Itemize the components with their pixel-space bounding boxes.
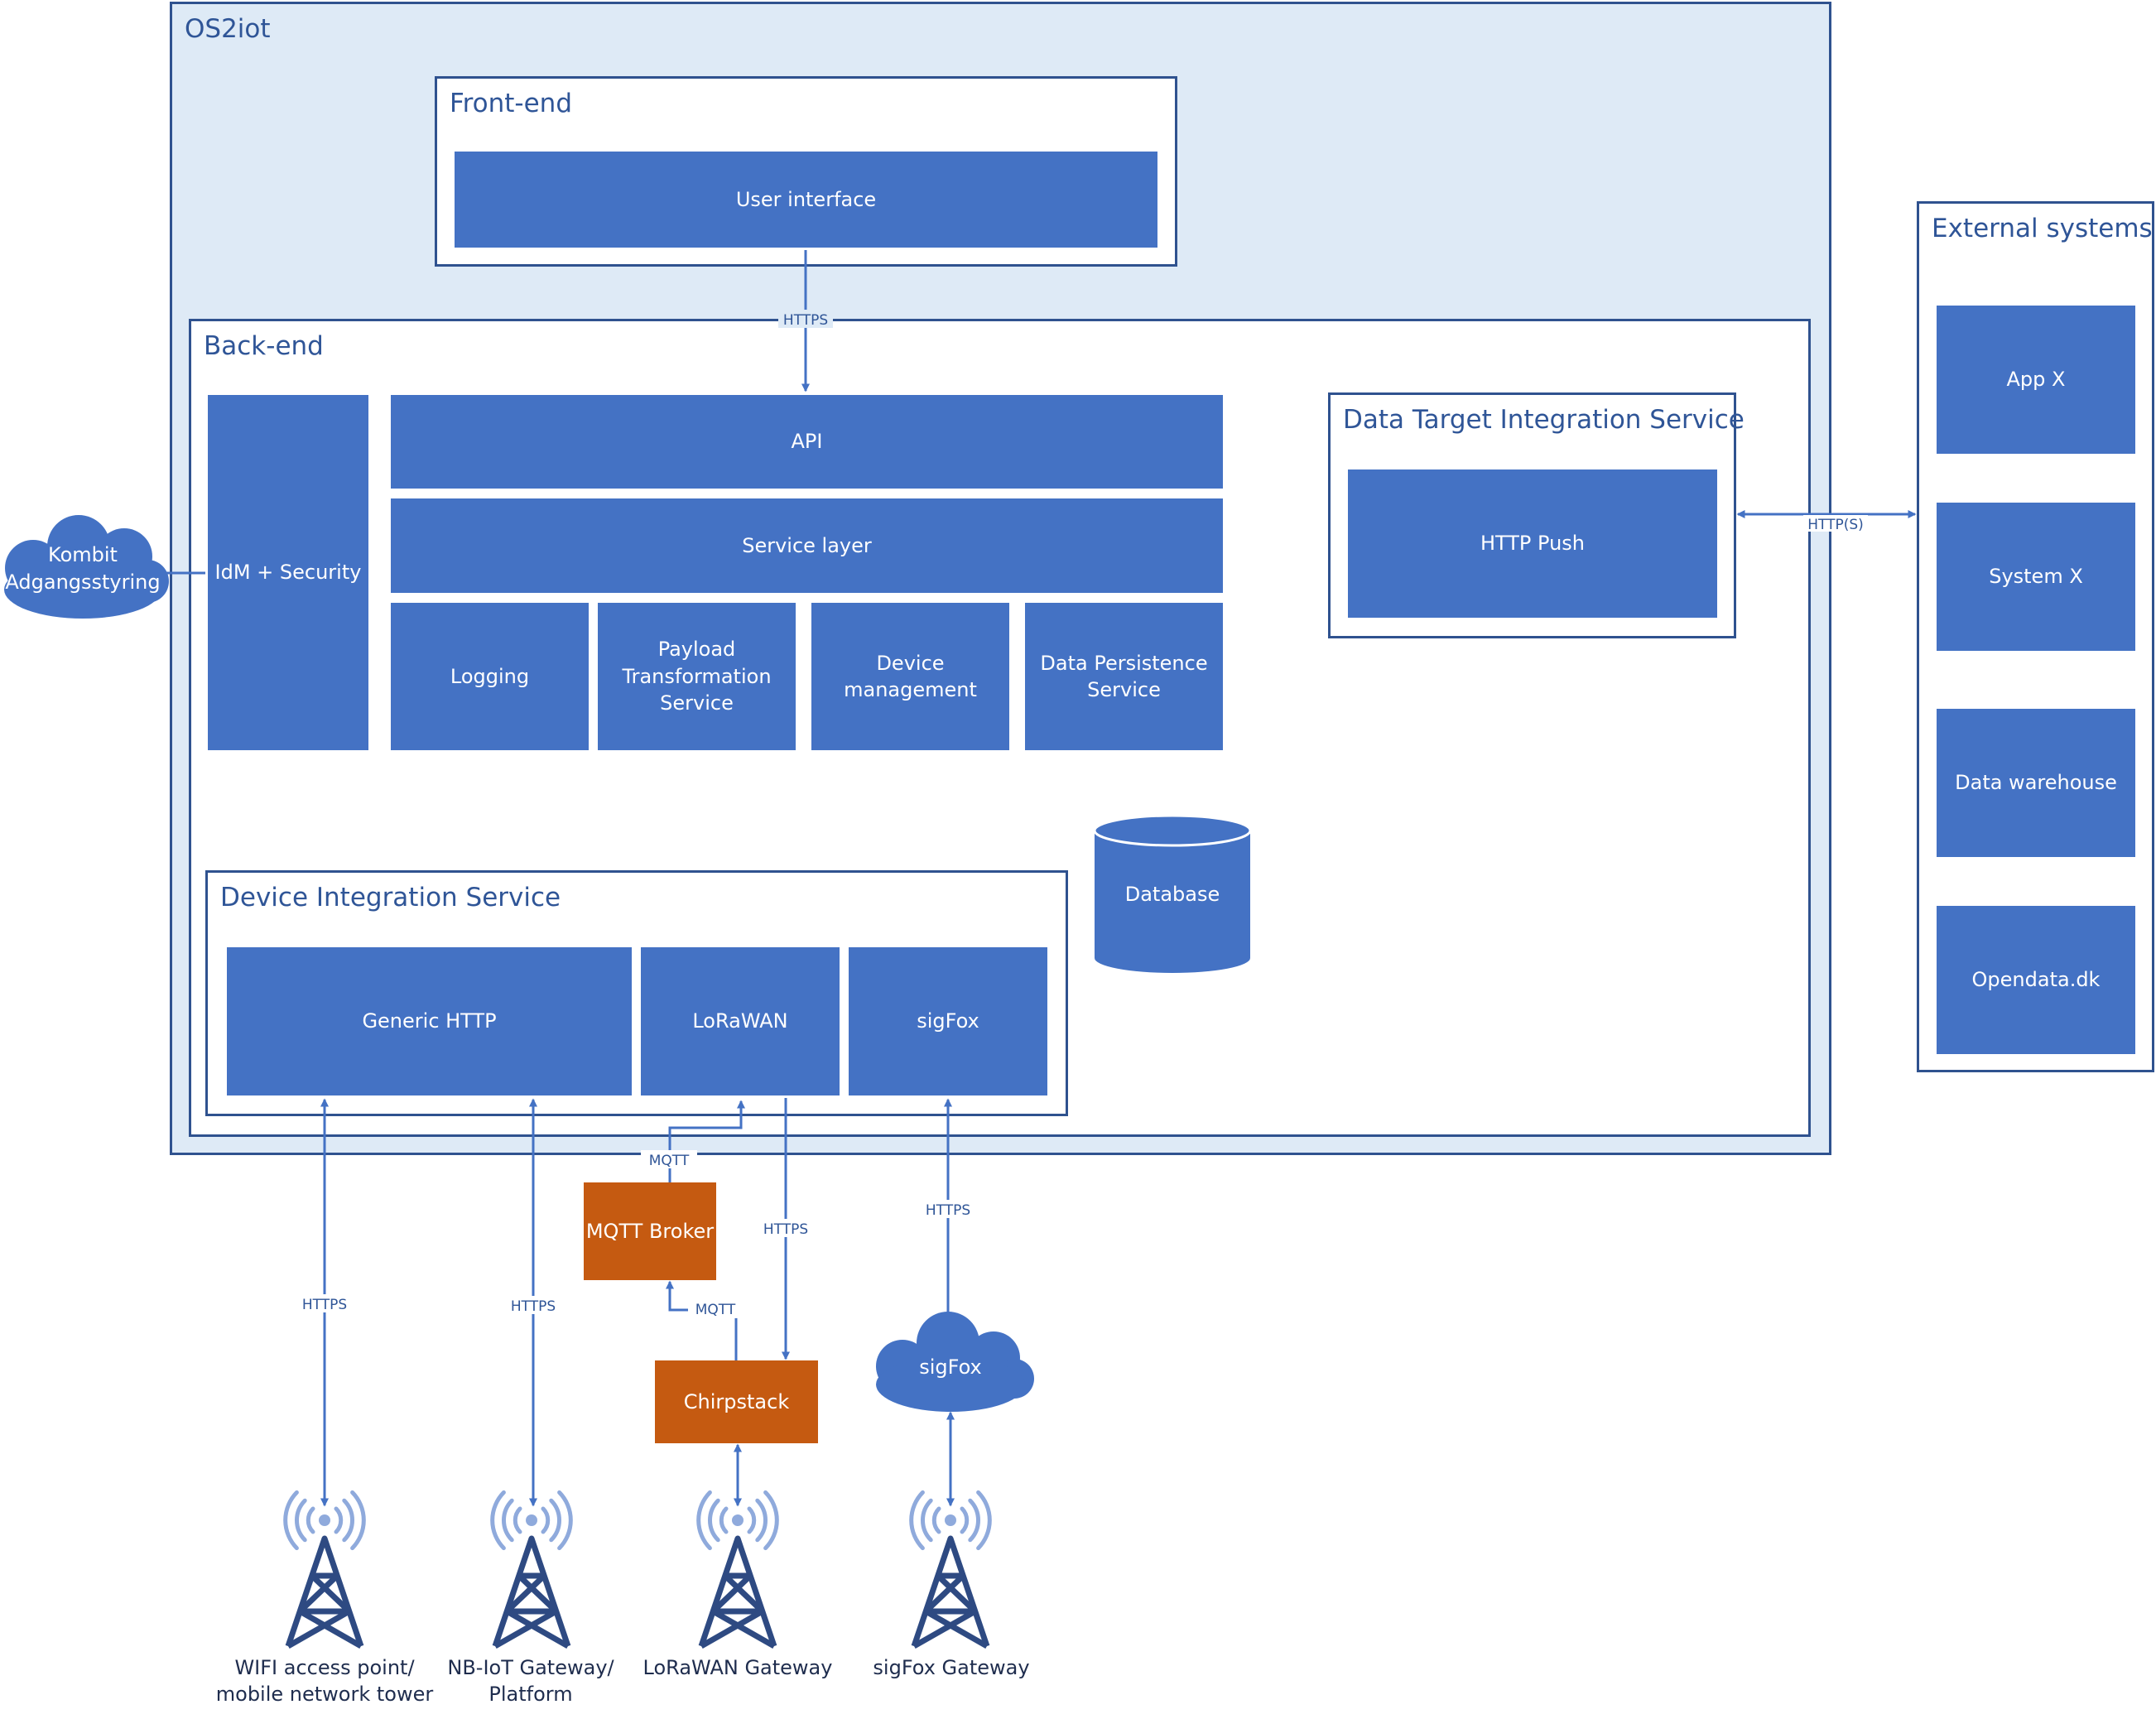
lorawan-block: LoRaWAN [638,945,842,1098]
database-cylinder: Database [1093,814,1252,973]
ui-api-label: HTTPS [783,312,828,329]
data-target-title: Data Target Integration Service [1343,405,1745,435]
logging-block: Logging [388,600,591,753]
broker-lorawan-label: MQTT [649,1153,690,1169]
app-x-block: App X [1934,303,2138,456]
wifi-connector-label: HTTPS [302,1297,347,1313]
lorawan-chirpstack-label: HTTPS [763,1221,808,1238]
lorawan-gateway-label: LoRaWAN Gateway [642,1656,833,1679]
sigfox-block: sigFox [846,945,1050,1098]
mqtt-broker-block: MQTT Broker [584,1182,716,1280]
push-external-label: HTTP(S) [1807,517,1864,533]
broker-lorawan-connector [668,1100,745,1182]
kombit-cloud: Kombit Adgangsstyring [4,515,169,619]
kombit-line2: Adgangsstyring [5,571,160,594]
frontend-title: Front-end [450,89,572,118]
sigfox-cloud: sigFox [876,1312,1034,1412]
user-interface-block: User interface [452,149,1160,250]
lorawan-tower-icon [696,1490,779,1649]
chirpstack-broker-connector [666,1280,738,1360]
generic-http-block: Generic HTTP [224,945,634,1098]
sigfox-cloud-label-https: HTTPS [926,1202,970,1219]
device-management-block: Device management [809,600,1012,753]
device-integration-title: Device Integration Service [220,883,561,912]
sigfox-cloud-label: sigFox [919,1355,982,1379]
os2iot-title: OS2iot [185,14,271,44]
chirpstack-broker-label: MQTT [695,1302,736,1318]
payload-transformation-block: Payload Transformation Service [595,600,798,753]
nbiot-gateway-label: NB-IoT Gateway/ Platform [447,1656,614,1706]
sigfox-tower-icon [909,1490,992,1649]
data-persistence-block: Data Persistence Service [1023,600,1225,753]
database-label: Database [1125,883,1220,906]
backend-title: Back-end [204,331,324,361]
chirpstack-block: Chirpstack [655,1360,818,1443]
idm-security-block: IdM + Security [205,392,371,753]
wifi-tower-icon [283,1490,366,1649]
nbiot-connector-label: HTTPS [511,1298,556,1315]
data-warehouse-block: Data warehouse [1934,706,2138,860]
http-push-block: HTTP Push [1345,467,1720,620]
opendata-block: Opendata.dk [1934,903,2138,1057]
kombit-line1: Kombit [48,543,118,566]
sigfox-gateway-label: sigFox Gateway [873,1656,1030,1679]
system-x-block: System X [1934,500,2138,653]
api-block: API [388,392,1225,491]
nbiot-tower-icon [490,1490,573,1649]
wifi-gateway-label: WIFI access point/ mobile network tower [215,1656,434,1706]
service-layer-block: Service layer [388,496,1225,595]
external-systems-title: External systems [1932,214,2153,243]
